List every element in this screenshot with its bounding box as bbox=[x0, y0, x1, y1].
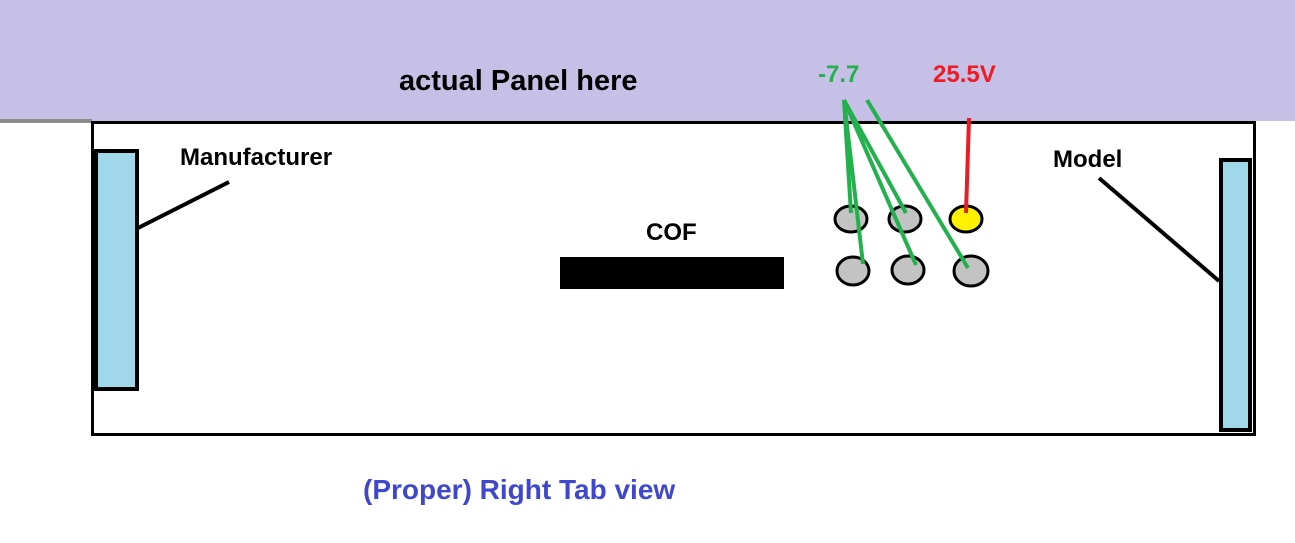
model-label: Model bbox=[1053, 146, 1123, 173]
right-connector bbox=[1219, 158, 1252, 432]
positive-voltage-label: 25.5V bbox=[933, 61, 996, 88]
pos-wire bbox=[964, 117, 971, 214]
lcd-panel bbox=[0, 0, 1295, 121]
manufacturer-label: Manufacturer bbox=[180, 144, 333, 171]
pad-bottom-3 bbox=[952, 254, 990, 288]
cof-chip bbox=[560, 257, 784, 289]
pad-bottom-2 bbox=[890, 254, 926, 286]
manufacturer-leader-line bbox=[137, 180, 230, 230]
negative-voltage-label: -7.7 bbox=[818, 61, 860, 88]
neg-wire-4 bbox=[842, 99, 918, 266]
panel-edge bbox=[0, 119, 92, 123]
cof-label: COF bbox=[646, 219, 697, 246]
neg-wire-2 bbox=[842, 99, 865, 265]
panel-title: actual Panel here bbox=[399, 65, 638, 97]
neg-wire-5 bbox=[865, 98, 970, 270]
left-connector bbox=[94, 149, 139, 391]
model-leader-line bbox=[1097, 176, 1221, 283]
view-caption: (Proper) Right Tab view bbox=[363, 474, 676, 505]
